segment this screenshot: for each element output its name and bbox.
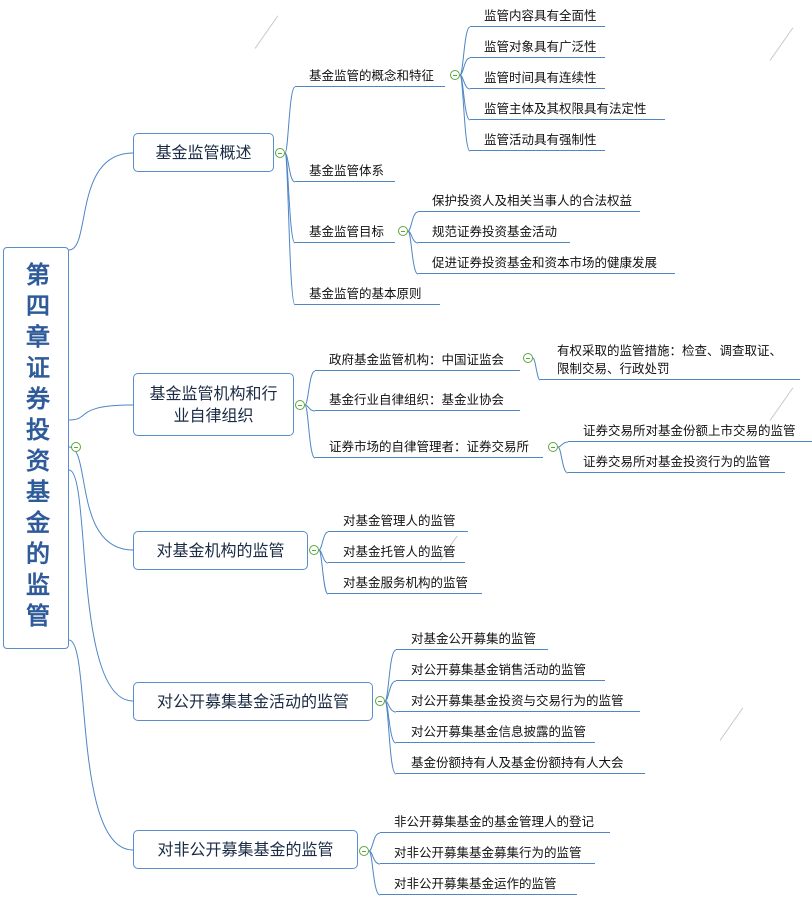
collapse-icon[interactable]	[359, 846, 369, 856]
connector	[384, 680, 397, 702]
connector	[318, 549, 329, 564]
subtopic[interactable]: 对公开募集基金销售活动的监管	[396, 661, 605, 681]
decorative-stroke	[719, 707, 744, 741]
connector	[384, 700, 397, 775]
subtopic[interactable]: 对基金公开募集的监管	[396, 630, 548, 650]
connector	[459, 74, 471, 152]
subtopic[interactable]: 基金监管的基本原则	[295, 285, 440, 305]
connector	[318, 549, 329, 595]
connector	[68, 152, 134, 251]
subtopic[interactable]: 对基金服务机构的监管	[328, 574, 482, 594]
leaf-topic[interactable]: 监管对象具有广泛性	[470, 38, 605, 58]
leaf-topic[interactable]: 证券交易所对基金投资行为的监管	[568, 453, 785, 473]
leaf-topic[interactable]: 规范证券投资基金活动	[418, 223, 570, 243]
leaf-topic[interactable]: 监管活动具有强制性	[470, 131, 605, 151]
decorative-stroke	[254, 15, 279, 49]
connector	[68, 469, 134, 702]
connector	[407, 230, 419, 275]
collapse-icon[interactable]	[295, 400, 305, 410]
connector	[459, 57, 471, 76]
topic-private-fund-supervision[interactable]: 对非公开募集基金的监管	[133, 830, 358, 869]
connector	[68, 446, 134, 551]
subtopic[interactable]: 对基金托管人的监管	[328, 543, 465, 563]
connector	[384, 700, 397, 713]
collapse-icon[interactable]	[275, 148, 285, 158]
collapse-icon[interactable]	[450, 70, 460, 80]
subtopic[interactable]: 政府基金监管机构：中国证监会	[315, 351, 520, 371]
connector	[304, 370, 316, 406]
connector	[384, 649, 397, 702]
subtopic[interactable]: 对公开募集基金投资与交易行为的监管	[396, 692, 640, 712]
leaf-topic[interactable]: 监管主体及其权限具有法定性	[470, 100, 665, 120]
leaf-topic[interactable]: 促进证券投资基金和资本市场的健康发展	[418, 254, 675, 274]
decorative-stroke	[769, 27, 794, 61]
collapse-icon[interactable]	[309, 545, 319, 555]
topic-fund-institution-supervision[interactable]: 对基金机构的监管	[133, 531, 308, 570]
connector	[284, 86, 296, 154]
collapse-icon[interactable]	[375, 696, 385, 706]
connector	[318, 531, 329, 551]
connector	[557, 441, 569, 448]
leaf-topic[interactable]: 保护投资人及相关当事人的合法权益	[418, 192, 640, 212]
leaf-topic[interactable]: 监管时间具有连续性	[470, 69, 605, 89]
topic-regulators-and-self-regulatory-orgs[interactable]: 基金监管机构和行业自律组织	[133, 373, 294, 436]
connector	[557, 446, 569, 474]
subtopic[interactable]: 非公开募集基金的基金管理人的登记	[380, 813, 610, 833]
subtopic[interactable]: 证券市场的自律管理者：证券交易所	[315, 438, 543, 458]
decorative-stroke	[769, 387, 794, 421]
subtopic[interactable]: 基金监管目标	[295, 223, 395, 243]
subtopic[interactable]: 对非公开募集基金运作的监管	[380, 875, 577, 895]
connector	[284, 152, 296, 244]
topic-public-fund-activity-supervision[interactable]: 对公开募集基金活动的监管	[133, 682, 373, 721]
subtopic[interactable]: 对基金管理人的监管	[328, 512, 468, 532]
connector	[368, 850, 381, 896]
subtopic[interactable]: 基金份额持有人及基金份额持有人大会	[396, 754, 645, 774]
connector	[459, 74, 471, 90]
connector	[368, 832, 381, 852]
leaf-topic[interactable]: 有权采取的监管措施：检查、调查取证、限制交易、行政处罚	[540, 342, 800, 380]
root-title: 第四章证券投资基金的监管	[21, 262, 50, 634]
root-topic[interactable]: 第四章证券投资基金的监管	[3, 247, 69, 649]
leaf-topic[interactable]: 监管内容具有全面性	[470, 7, 605, 27]
connector	[284, 152, 296, 306]
connector	[284, 152, 296, 183]
subtopic[interactable]: 基金监管体系	[295, 162, 395, 182]
connector	[68, 404, 134, 421]
collapse-icon[interactable]	[548, 442, 558, 452]
connector	[459, 74, 471, 121]
connector	[459, 26, 471, 76]
subtopic[interactable]: 对公开募集基金信息披露的监管	[396, 723, 595, 743]
connector	[304, 404, 316, 459]
subtopic[interactable]: 基金行业自律组织：基金业协会	[315, 391, 520, 411]
collapse-icon[interactable]	[71, 442, 81, 452]
topic-fund-supervision-overview[interactable]: 基金监管概述	[133, 133, 274, 172]
subtopic[interactable]: 基金监管的概念和特征	[295, 67, 445, 87]
collapse-icon[interactable]	[398, 226, 408, 236]
leaf-topic[interactable]: 证券交易所对基金份额上市交易的监管	[568, 422, 812, 442]
connector	[407, 211, 419, 232]
connector	[384, 700, 397, 744]
subtopic[interactable]: 对非公开募集基金募集行为的监管	[380, 844, 595, 864]
connector	[304, 404, 316, 412]
collapse-icon[interactable]	[523, 353, 533, 363]
connector	[368, 850, 381, 865]
connector	[407, 230, 419, 244]
connector	[532, 357, 541, 381]
connector	[68, 639, 134, 851]
